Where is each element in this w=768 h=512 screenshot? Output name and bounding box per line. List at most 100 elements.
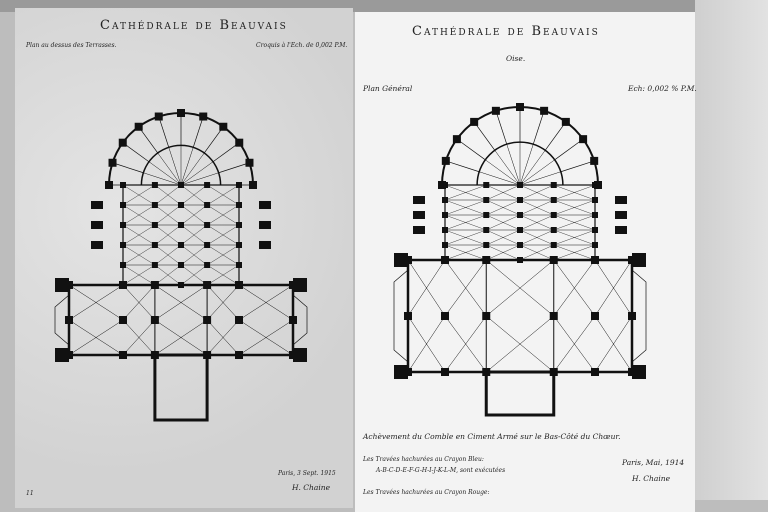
right-plan-transept-diagonal xyxy=(444,259,487,317)
right-plan-apse-buttress xyxy=(540,106,549,115)
right-plan-apse-rib xyxy=(485,159,521,186)
right-plan-vault-diagonal xyxy=(444,214,487,231)
right-plan-apse-rib xyxy=(479,171,521,186)
right-plan-transept-diagonal xyxy=(407,315,446,373)
left-title: Cathédrale de Beauvais xyxy=(100,18,288,33)
right-plan-apse-buttress xyxy=(561,117,570,126)
left-plan-apse-rib xyxy=(168,147,182,186)
right-plan-apse-rib xyxy=(445,160,480,173)
right-plan-porch xyxy=(393,269,409,363)
left-plan-flying-buttress xyxy=(259,201,271,209)
left-plan-flying-buttress xyxy=(91,221,103,229)
left-plan-buttress xyxy=(293,348,307,362)
right-plan-vault-diagonal xyxy=(486,229,521,246)
left-plan-vault-diagonal xyxy=(180,184,208,206)
left-plan-transept-diagonal xyxy=(238,284,294,321)
left-plan-transept-diagonal xyxy=(206,319,240,356)
left-plan-apse-rib xyxy=(112,162,144,174)
right-plan-flying-buttress xyxy=(413,196,425,204)
left-plan-nave xyxy=(153,353,209,422)
right-plan-nave xyxy=(484,370,556,417)
left-plan-vault-diagonal xyxy=(206,264,240,286)
right-plan-vault-diagonal xyxy=(486,214,521,231)
left-plan-transept-diagonal xyxy=(68,284,124,321)
right-plan-vault-diagonal xyxy=(519,229,554,246)
left-plan-apse-rib xyxy=(180,152,205,186)
right-plan-vault-diagonal xyxy=(553,229,596,246)
left-plan-crossing xyxy=(154,284,208,356)
left-plan-vault-diagonal xyxy=(122,204,156,226)
left-plan-transept xyxy=(67,283,295,357)
left-signature: H. Chaine xyxy=(292,483,331,492)
right-plan-transept-diagonal xyxy=(553,259,596,317)
right-plan-vault-diagonal xyxy=(553,184,596,201)
left-plan-porch xyxy=(292,294,308,346)
left-plan-flying-buttress xyxy=(259,241,271,249)
left-plan-vault-diagonal xyxy=(154,184,182,206)
legend-red-heading: Les Travées hachurées au Crayon Rouge: xyxy=(363,489,490,496)
right-caption: Achèvement du Comble en Ciment Armé sur … xyxy=(363,432,621,441)
right-plan-apse-rib xyxy=(495,110,508,145)
right-plan-vault-diagonal xyxy=(519,244,554,261)
right-plan-apse-buttress xyxy=(470,117,479,126)
left-plan-vault-diagonal xyxy=(154,224,182,246)
background-paper xyxy=(695,0,768,500)
right-plan-vault-diagonal xyxy=(486,199,521,216)
left-scale: Croquis à l'Ech. de 0,002 P.M. xyxy=(256,42,348,49)
left-plan-apse-rib xyxy=(148,161,182,186)
right-plan-apse-rib xyxy=(554,138,584,161)
left-plan-buttress xyxy=(55,278,69,292)
right-plan-flying-buttress xyxy=(615,196,627,204)
left-plan-vault-diagonal xyxy=(206,184,240,206)
right-plan-vault-diagonal xyxy=(519,214,554,231)
right-plan-transept-diagonal xyxy=(444,315,487,373)
right-plan-transept-diagonal xyxy=(486,315,554,373)
left-plan-apse-rib xyxy=(212,142,240,163)
left-plan-apse-rib xyxy=(180,161,214,186)
right-plan-transept-diagonal xyxy=(594,259,633,317)
right-plan-flying-buttress xyxy=(413,211,425,219)
right-plan-vault-diagonal xyxy=(444,184,487,201)
left-plan-porch xyxy=(54,294,70,346)
left-plan-vault-diagonal xyxy=(122,224,156,246)
right-plan-vault-diagonal xyxy=(486,244,521,261)
left-plan-vault-diagonal xyxy=(154,204,182,226)
right-plan-transept-diagonal xyxy=(553,315,596,373)
left-plan-apse-rib xyxy=(180,147,194,186)
left-plan-vault-diagonal xyxy=(180,204,208,226)
left-plan-buttress xyxy=(293,278,307,292)
right-plan-apse-rib xyxy=(473,121,496,151)
left-plan-apse-rib xyxy=(180,172,219,186)
left-plan-apse-buttress xyxy=(118,138,127,147)
left-plan-apse-rib xyxy=(192,116,204,148)
right-plan-vault-diagonal xyxy=(553,199,596,216)
right-plan-apse-rib xyxy=(560,160,595,173)
right-plan-vault-diagonal xyxy=(553,244,596,261)
left-plan-vault-diagonal xyxy=(122,264,156,286)
right-scale: Ech: 0,002 % P.M. xyxy=(628,84,697,93)
left-date: Paris, 3 Sept. 1915 xyxy=(278,470,336,477)
left-plan-vault-diagonal xyxy=(180,244,208,266)
right-plan-apse-buttress xyxy=(441,156,450,165)
left-plan-transept-diagonal xyxy=(122,284,156,321)
right-plan-flying-buttress xyxy=(615,211,627,219)
right-plan-vault-diagonal xyxy=(444,199,487,216)
right-plan-vault-diagonal xyxy=(486,184,521,201)
right-plan-apse-rib xyxy=(544,121,567,151)
left-plan-transept-diagonal xyxy=(238,319,294,356)
right-plan-vault-diagonal xyxy=(444,244,487,261)
left-plan-apse-rib xyxy=(143,172,182,186)
left-plan-vault-diagonal xyxy=(154,244,182,266)
legend-blue-heading: Les Travées hachurées au Crayon Bleu: xyxy=(363,456,484,463)
right-plan-apse-rib xyxy=(519,150,546,186)
right-plan-apse-buttress xyxy=(452,135,461,144)
right-plan-apse-rib xyxy=(519,144,534,186)
left-subtitle: Plan au dessus des Terrasses. xyxy=(26,42,117,49)
left-plan-vault-diagonal xyxy=(206,244,240,266)
left-corner-mark: 11 xyxy=(26,490,34,497)
right-plan-vault-diagonal xyxy=(519,199,554,216)
right-plan-apse-buttress xyxy=(590,156,599,165)
left-plan-apse-buttress xyxy=(245,158,254,167)
left-plan-transept-diagonal xyxy=(68,319,124,356)
right-plan-label: Plan Général xyxy=(363,84,413,93)
